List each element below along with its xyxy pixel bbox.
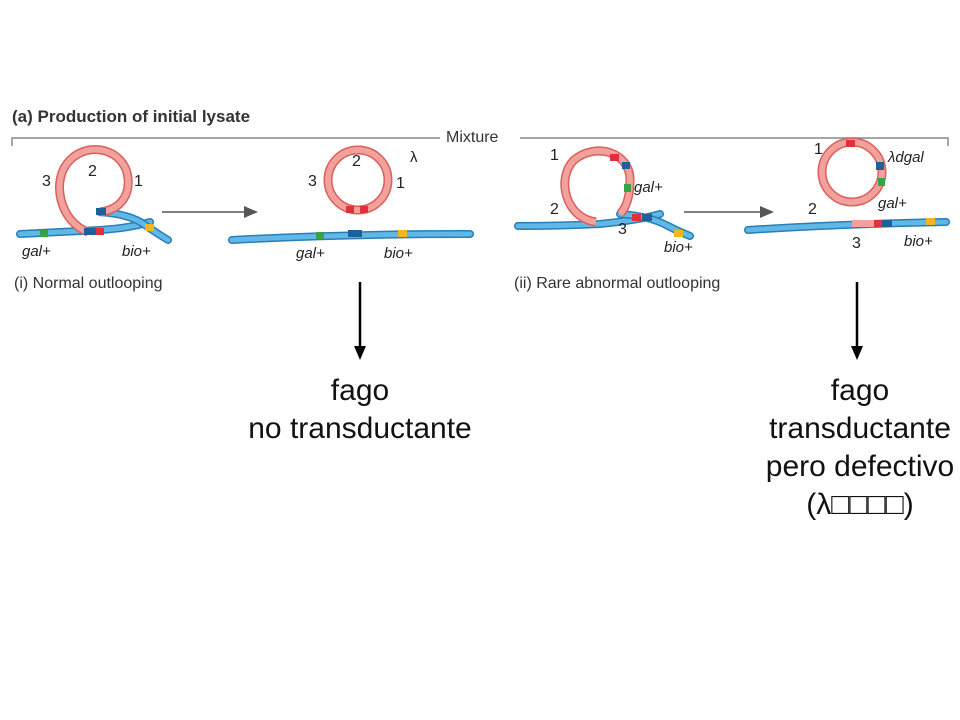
panel-i-after: 3 2 1 λ gal+ bio+ bbox=[228, 145, 474, 262]
mixture-bracket bbox=[11, 137, 949, 146]
att-marker bbox=[84, 228, 96, 235]
svg-text:gal+: gal+ bbox=[878, 195, 907, 212]
svg-text:gal+: gal+ bbox=[296, 245, 325, 262]
svg-text:2: 2 bbox=[808, 201, 817, 218]
right-label-line2: transductante bbox=[769, 412, 951, 445]
panel-ii-before: 1 2 3 gal+ bio+ bbox=[514, 146, 694, 256]
svg-text:2: 2 bbox=[550, 201, 559, 218]
left-pointer-arrow bbox=[354, 282, 366, 360]
panel-i-before: 3 2 1 gal+ bio+ bbox=[16, 145, 172, 260]
left-label-line1: fago bbox=[330, 374, 390, 407]
svg-text:1: 1 bbox=[134, 173, 143, 190]
panel-ii-after: 1 2 3 λdgal gal+ bio+ bbox=[744, 137, 950, 252]
svg-text:gal+: gal+ bbox=[634, 179, 663, 196]
panel-ii-arrow bbox=[684, 206, 774, 218]
svg-text:2: 2 bbox=[352, 153, 361, 170]
svg-text:1: 1 bbox=[396, 175, 405, 192]
section-title: (a) Production of initial lysate bbox=[12, 107, 250, 126]
right-pointer-arrow bbox=[851, 282, 863, 360]
svg-text:bio+: bio+ bbox=[904, 233, 933, 250]
left-label-line2: no transductante bbox=[248, 412, 472, 445]
svg-text:bio+: bio+ bbox=[384, 245, 413, 262]
att-marker-top bbox=[96, 208, 106, 215]
mixture-label: Mixture bbox=[446, 129, 499, 146]
svg-text:2: 2 bbox=[88, 163, 97, 180]
defective-transducing-phage-label: fago transductante pero defectivo (λ□□□□… bbox=[680, 372, 960, 524]
svg-text:gal+: gal+ bbox=[22, 243, 51, 260]
panel-i-arrow bbox=[162, 206, 258, 218]
svg-text:1: 1 bbox=[550, 147, 559, 164]
panel-ii-caption: (ii) Rare abnormal outlooping bbox=[514, 275, 720, 292]
svg-text:3: 3 bbox=[852, 235, 861, 252]
svg-text:λdgal: λdgal bbox=[887, 149, 924, 166]
non-transducing-phage-label: fago no transductante bbox=[200, 372, 520, 448]
svg-text:3: 3 bbox=[42, 173, 51, 190]
right-label-line1: fago bbox=[830, 374, 890, 407]
att-marker-red bbox=[96, 228, 104, 235]
bio-marker bbox=[145, 224, 154, 231]
gal-marker bbox=[40, 230, 48, 237]
svg-text:1: 1 bbox=[814, 141, 823, 158]
svg-text:bio+: bio+ bbox=[664, 239, 693, 256]
svg-text:3: 3 bbox=[308, 173, 317, 190]
svg-text:λ: λ bbox=[410, 149, 418, 166]
svg-text:bio+: bio+ bbox=[122, 243, 151, 260]
right-label-line3: pero defectivo bbox=[765, 450, 955, 483]
panel-i-caption: (i) Normal outlooping bbox=[14, 275, 163, 292]
svg-text:3: 3 bbox=[618, 221, 627, 238]
right-label-line4: (λ□□□□) bbox=[806, 488, 914, 521]
